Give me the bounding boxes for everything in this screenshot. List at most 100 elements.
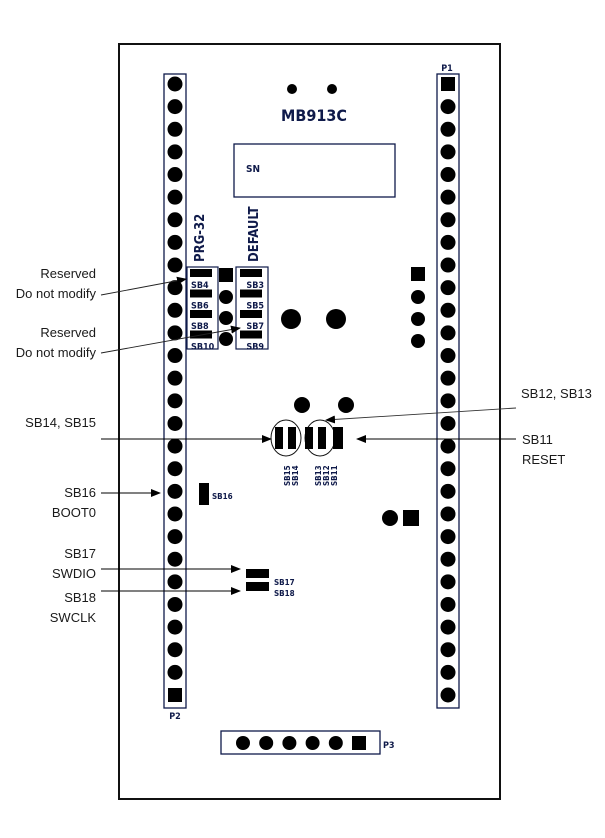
- solder-bridge-sb16: [199, 483, 209, 505]
- header-p2-pin: [167, 642, 183, 658]
- header-p1-pin: [440, 167, 456, 183]
- pad-round: [382, 510, 398, 526]
- header-p2-pin: [167, 234, 183, 250]
- header-p1-pin: [440, 438, 456, 454]
- solder-bridge-sb7: [240, 310, 262, 318]
- callout-sb16-line2: BOOT0: [51, 505, 96, 520]
- header-p2-pin: [167, 348, 183, 364]
- header-p2-pin: [167, 415, 183, 431]
- header-p2-pin: [167, 664, 183, 680]
- solder-bridge-sb18: [246, 582, 269, 591]
- sb16-label: SB16: [212, 492, 233, 501]
- callout-sb17-line2: SWDIO: [51, 566, 96, 581]
- solder-bridge-sb17: [246, 569, 269, 578]
- header-p2-pin: [167, 461, 183, 477]
- pad-large: [338, 397, 354, 413]
- solder-bridge-sb14: [288, 427, 296, 449]
- header-p1-pin: [440, 415, 456, 431]
- pad-round: [411, 334, 425, 348]
- header-p2-pin: [167, 619, 183, 635]
- header-p1-pin: [440, 325, 456, 341]
- header-p1-label: P1: [441, 64, 453, 74]
- header-p1-pin: [440, 234, 456, 250]
- pad-large: [281, 309, 301, 329]
- callout-sb11-line1: SB11: [522, 432, 553, 447]
- default-label: DEFAULT: [247, 206, 262, 262]
- header-p1-pin: [440, 257, 456, 273]
- callout-sb18-line1: SB18: [64, 590, 96, 605]
- sb12-label: SB12: [322, 465, 331, 486]
- header-p1-pin: [440, 121, 456, 137]
- header-p2-pin: [167, 551, 183, 567]
- sb18-label: SB18: [274, 589, 295, 598]
- mounting-hole: [327, 84, 337, 94]
- header-p3-pin: [282, 736, 297, 750]
- leader-reserved-1: [100, 276, 187, 296]
- header-p3-pin-square: [352, 736, 366, 750]
- header-p2-pin: [167, 370, 183, 386]
- pad-large: [294, 397, 310, 413]
- header-p1-pin: [440, 506, 456, 522]
- header-p1-pin-square: [441, 77, 455, 91]
- pad-large: [326, 309, 346, 329]
- sb11-label: SB11: [330, 465, 339, 486]
- header-p2-pin: [167, 574, 183, 590]
- sb8-label: SB8: [191, 322, 209, 332]
- header-p2-pin: [167, 257, 183, 273]
- header-p1-pin: [440, 144, 456, 160]
- header-p1-pin: [440, 280, 456, 296]
- header-p1-pin: [440, 189, 456, 205]
- sb7-label: SB7: [246, 322, 264, 332]
- callout-reserved-2-line1: Reserved: [40, 325, 96, 340]
- callout-reserved-2: Reserved Do not modify: [0, 323, 96, 363]
- callout-reserved-1: Reserved Do not modify: [0, 264, 96, 304]
- solder-bridge-sb12: [318, 427, 326, 449]
- header-p2-pin-square: [168, 688, 182, 702]
- prg-32-label: PRG-32: [193, 214, 208, 262]
- header-p1-pin: [440, 529, 456, 545]
- callout-sb16: SB16 BOOT0: [0, 483, 96, 523]
- header-p1-pin: [440, 687, 456, 703]
- header-p2-pin: [167, 529, 183, 545]
- pad-round: [219, 290, 233, 304]
- callout-reserved-2-line2: Do not modify: [15, 345, 96, 360]
- pad-round: [411, 312, 425, 326]
- solder-bridge-sb13: [305, 427, 313, 449]
- callout-sb11: SB11 RESET: [522, 430, 565, 470]
- header-p1-pin: [440, 461, 456, 477]
- header-p1-pin: [440, 370, 456, 386]
- header-p1-pin: [440, 348, 456, 364]
- sb10-label: SB10: [191, 343, 215, 353]
- solder-bridge-sb15: [275, 427, 283, 449]
- header-p1-pin: [440, 642, 456, 658]
- sb15-label: SB15: [283, 465, 292, 486]
- header-p1-pin: [440, 393, 456, 409]
- sb17-label: SB17: [274, 578, 295, 587]
- header-p1-pin: [440, 551, 456, 567]
- pad-square: [403, 510, 419, 526]
- prg-jumper-group-outline: [186, 266, 219, 350]
- header-p2-pin: [167, 393, 183, 409]
- pad-round: [219, 332, 233, 346]
- header-p2-pin: [167, 167, 183, 183]
- solder-bridge-sb4: [190, 269, 212, 277]
- callout-reserved-1-line1: Reserved: [40, 266, 96, 281]
- header-p1-pin: [440, 483, 456, 499]
- header-p2-pin: [167, 302, 183, 318]
- header-p3-pin: [328, 736, 343, 750]
- solder-bridge-sb3: [240, 269, 262, 277]
- header-p3-pins: [236, 736, 366, 750]
- callout-sb17-line1: SB17: [64, 546, 96, 561]
- serial-number-label: SN: [246, 164, 260, 175]
- header-p2-pin: [167, 189, 183, 205]
- sb4-label: SB4: [191, 281, 209, 291]
- header-p1-outline: [436, 73, 460, 709]
- solder-bridge-sb6: [190, 289, 212, 298]
- sb9-label: SB9: [246, 343, 264, 353]
- header-p1-pin: [440, 664, 456, 680]
- pad-round: [411, 290, 425, 304]
- callout-sb18-line2: SWCLK: [49, 610, 96, 625]
